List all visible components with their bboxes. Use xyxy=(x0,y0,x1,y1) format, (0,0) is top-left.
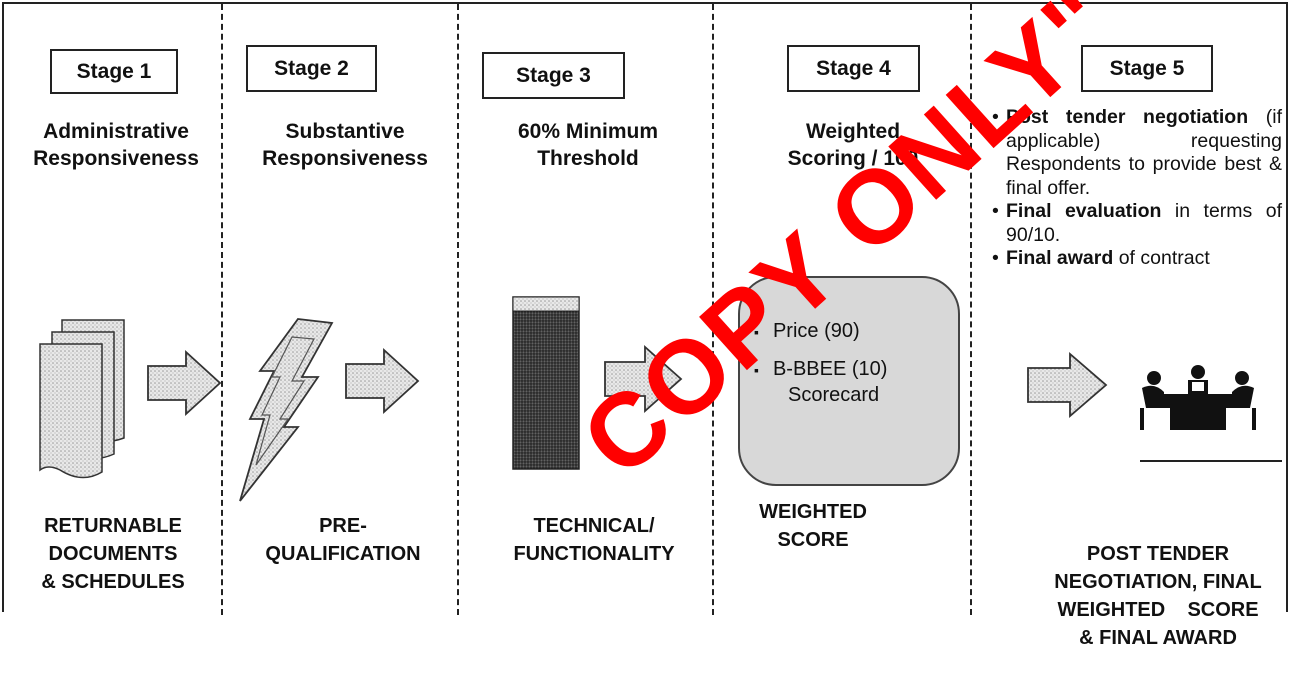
lightning-icon xyxy=(239,318,334,502)
stage-4-label: Stage 4 xyxy=(816,56,891,80)
stage-2-heading: Substantive Responsiveness xyxy=(262,120,428,170)
stage-3-bottom-label: TECHNICAL/FUNCTIONALITY xyxy=(513,515,675,565)
diagram-frame xyxy=(2,2,1288,612)
divider-4 xyxy=(970,4,972,615)
bullet-item: Final evaluation in terms of 90/10. xyxy=(992,200,1282,247)
stage-1-box: Stage 1 xyxy=(50,49,178,94)
documents-icon xyxy=(39,319,125,479)
stage-2-bottom-label: PRE-QUALIFICATION xyxy=(265,515,421,565)
stage-4-box: Stage 4 xyxy=(787,45,920,92)
bbbee-item: ▪B-BBEE (10) xyxy=(754,358,888,380)
stage-4-heading: Weighted Scoring / 100 xyxy=(787,120,919,170)
meeting-underline xyxy=(1140,460,1282,462)
arrow-icon xyxy=(604,344,683,414)
stage-5-label: Stage 5 xyxy=(1109,56,1185,80)
price-item: ▪Price (90) xyxy=(754,320,860,342)
stage-1-heading: Administrative Responsiveness xyxy=(33,120,199,170)
divider-2 xyxy=(457,4,459,615)
arrow-icon xyxy=(1027,352,1108,418)
stage-2-label: Stage 2 xyxy=(274,56,349,80)
stage-1-label: Stage 1 xyxy=(76,59,152,83)
stage-5-bullet-list: Post tender negotiation (if applicable) … xyxy=(992,106,1282,271)
divider-1 xyxy=(221,4,223,615)
bullet-item: Final award of contract xyxy=(992,247,1282,271)
stage-3-box: Stage 3 xyxy=(482,52,625,99)
arrow-icon xyxy=(147,349,222,417)
stage-3-label: Stage 3 xyxy=(516,63,591,87)
threshold-bar-icon xyxy=(512,296,580,470)
stage-3-heading: 60% Minimum Threshold xyxy=(517,120,659,170)
bullet-item: Post tender negotiation (if applicable) … xyxy=(992,106,1282,200)
meeting-icon xyxy=(1140,365,1256,430)
stage-2-box: Stage 2 xyxy=(246,45,377,92)
scorecard-label: Scorecard xyxy=(788,384,880,406)
stage-5-box: Stage 5 xyxy=(1081,45,1213,92)
weighted-score-card: ▪Price (90) ▪B-BBEE (10) Scorecard xyxy=(738,276,960,486)
divider-3 xyxy=(712,4,714,615)
arrow-icon xyxy=(345,347,420,415)
